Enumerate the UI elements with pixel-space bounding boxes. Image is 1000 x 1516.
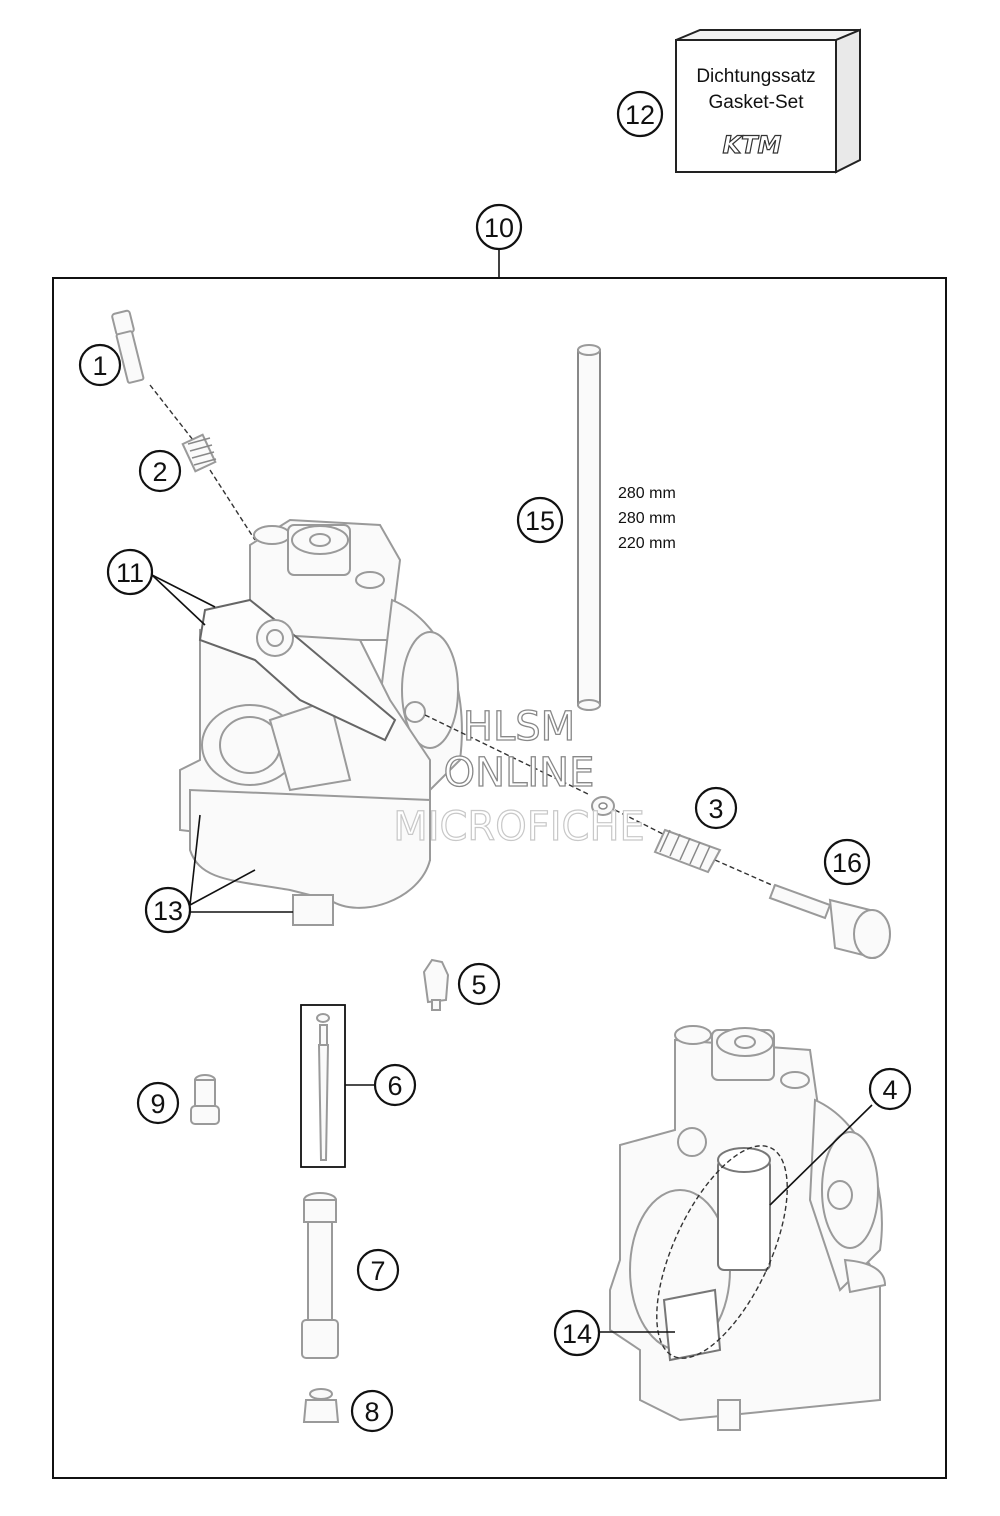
tube-length-3: 220 mm — [618, 535, 676, 552]
part-idle-screw[interactable] — [111, 309, 145, 384]
part-idle-spring[interactable] — [181, 433, 217, 473]
leader-13a — [189, 814, 201, 906]
assembly-line-2 — [209, 469, 256, 541]
leader-13b — [189, 869, 256, 906]
svg-text:16: 16 — [832, 848, 862, 878]
svg-text:4: 4 — [882, 1075, 897, 1105]
svg-text:2: 2 — [152, 457, 167, 487]
watermark-line-3: MICROFICHE — [393, 804, 645, 850]
callout-14[interactable]: 14 — [553, 1309, 601, 1357]
gasket-set-box[interactable]: Dichtungssatz Gasket-Set KTM — [675, 28, 861, 174]
part-needle-jet[interactable] — [301, 1192, 339, 1359]
watermark-line-1: HLSM — [463, 704, 575, 750]
assembly-line-1 — [149, 384, 194, 441]
callout-7[interactable]: 7 — [356, 1248, 400, 1292]
carburetor-body-lower[interactable] — [609, 1025, 887, 1431]
carburetor-kit-frame — [52, 277, 947, 1479]
part-vent-hose[interactable] — [577, 344, 601, 711]
callout-6[interactable]: 6 — [373, 1063, 417, 1107]
callout-2[interactable]: 2 — [138, 449, 182, 493]
svg-text:13: 13 — [153, 896, 183, 926]
callout-4[interactable]: 4 — [868, 1067, 912, 1111]
watermark-line-2: ONLINE — [444, 750, 595, 796]
leader-4 — [769, 1104, 873, 1206]
callout-9[interactable]: 9 — [136, 1081, 180, 1125]
callout-8[interactable]: 8 — [350, 1389, 394, 1433]
tube-length-1: 280 mm — [618, 485, 676, 502]
tube-length-2: 280 mm — [618, 510, 676, 527]
slide-float-highlight — [656, 1145, 788, 1359]
part-air-screw-spring[interactable] — [653, 828, 722, 874]
svg-text:1: 1 — [92, 351, 107, 381]
assembly-line-4 — [614, 809, 666, 836]
ktm-logo: KTM — [723, 131, 782, 159]
leader-11b — [151, 574, 206, 626]
callout-13[interactable]: 13 — [144, 886, 192, 934]
svg-text:3: 3 — [708, 794, 723, 824]
svg-text:14: 14 — [562, 1319, 592, 1349]
svg-text:5: 5 — [471, 970, 486, 1000]
svg-text:11: 11 — [116, 558, 144, 588]
svg-text:10: 10 — [484, 213, 514, 243]
jet-needle-box — [300, 1004, 346, 1168]
callout-15[interactable]: 15 — [516, 496, 564, 544]
callout-16[interactable]: 16 — [823, 838, 871, 886]
callout-3[interactable]: 3 — [694, 786, 738, 830]
assembly-line-3 — [424, 714, 591, 796]
callout-1[interactable]: 1 — [78, 343, 122, 387]
part-jet-needle[interactable] — [316, 1013, 330, 1161]
callout-10[interactable]: 10 — [475, 203, 523, 251]
callout-11[interactable]: 11 — [106, 548, 154, 596]
svg-text:12: 12 — [625, 100, 655, 130]
gasket-set-label-en: Gasket-Set — [708, 92, 804, 113]
callout-5[interactable]: 5 — [457, 962, 501, 1006]
svg-text:8: 8 — [364, 1397, 379, 1427]
svg-text:9: 9 — [150, 1089, 165, 1119]
svg-text:6: 6 — [387, 1071, 402, 1101]
svg-text:15: 15 — [525, 506, 555, 536]
part-main-jet[interactable] — [302, 1388, 340, 1423]
leader-11a — [151, 574, 216, 608]
carburetor-body-main[interactable] — [179, 518, 463, 926]
svg-text:7: 7 — [370, 1256, 385, 1286]
gasket-set-label-de: Dichtungssatz — [696, 66, 815, 87]
part-air-adjust-screw[interactable] — [768, 883, 891, 960]
part-pilot-jet[interactable] — [190, 1074, 220, 1125]
part-float-needle[interactable] — [422, 958, 450, 1011]
callout-12[interactable]: 12 — [616, 90, 664, 138]
